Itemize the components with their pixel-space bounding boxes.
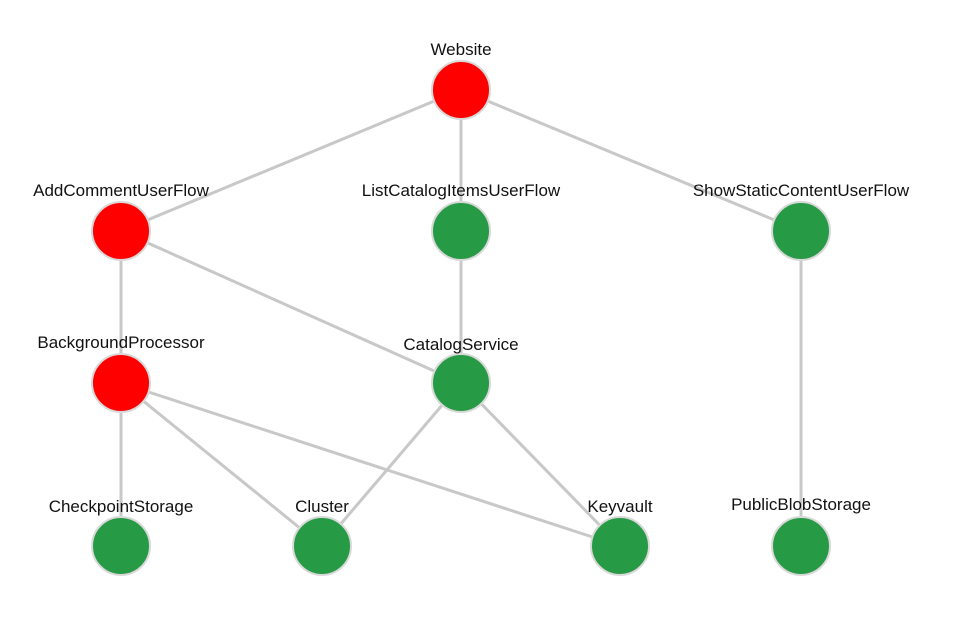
edge-website-to-add-comment xyxy=(120,88,462,233)
node-label: ShowStaticContentUserFlow xyxy=(693,181,910,200)
node-cluster[interactable]: Cluster xyxy=(292,497,352,576)
edge-catalog-service-to-keyvault xyxy=(459,381,622,548)
node-label: Website xyxy=(430,40,491,59)
node-label: PublicBlobStorage xyxy=(731,495,871,514)
node-circle-healthy[interactable] xyxy=(590,516,650,576)
node-website[interactable]: Website xyxy=(430,40,492,120)
node-circle-healthy[interactable] xyxy=(771,201,831,261)
node-keyvault[interactable]: Keyvault xyxy=(587,497,653,576)
node-label: ListCatalogItemsUserFlow xyxy=(362,181,561,200)
node-circle-healthy[interactable] xyxy=(771,516,831,576)
node-circle-failed[interactable] xyxy=(91,353,151,413)
node-label: AddCommentUserFlow xyxy=(33,181,209,200)
edge-catalog-service-to-cluster xyxy=(320,382,463,547)
edge-website-to-show-static xyxy=(460,88,802,233)
node-label: BackgroundProcessor xyxy=(37,333,205,352)
node-label: Cluster xyxy=(295,497,349,516)
node-circle-failed[interactable] xyxy=(431,60,491,120)
node-circle-failed[interactable] xyxy=(91,201,151,261)
node-label: Keyvault xyxy=(587,497,652,516)
node-label: CheckpointStorage xyxy=(49,497,194,516)
edge-background-to-cluster xyxy=(120,381,323,548)
node-circle-healthy[interactable] xyxy=(431,353,491,413)
node-circle-healthy[interactable] xyxy=(431,201,491,261)
node-add-comment[interactable]: AddCommentUserFlow xyxy=(33,181,210,261)
edges-layer xyxy=(119,88,803,548)
node-list-catalog[interactable]: ListCatalogItemsUserFlow xyxy=(362,181,561,261)
node-label: CatalogService xyxy=(403,335,518,354)
node-circle-healthy[interactable] xyxy=(292,516,352,576)
edge-background-to-keyvault xyxy=(120,381,621,548)
node-background[interactable]: BackgroundProcessor xyxy=(37,333,205,413)
edge-add-comment-to-catalog-service xyxy=(120,229,462,385)
node-circle-healthy[interactable] xyxy=(91,516,151,576)
node-checkpoint[interactable]: CheckpointStorage xyxy=(49,497,194,576)
node-catalog-service[interactable]: CatalogService xyxy=(403,335,519,413)
node-public-blob[interactable]: PublicBlobStorage xyxy=(731,495,871,576)
node-show-static[interactable]: ShowStaticContentUserFlow xyxy=(693,181,910,261)
